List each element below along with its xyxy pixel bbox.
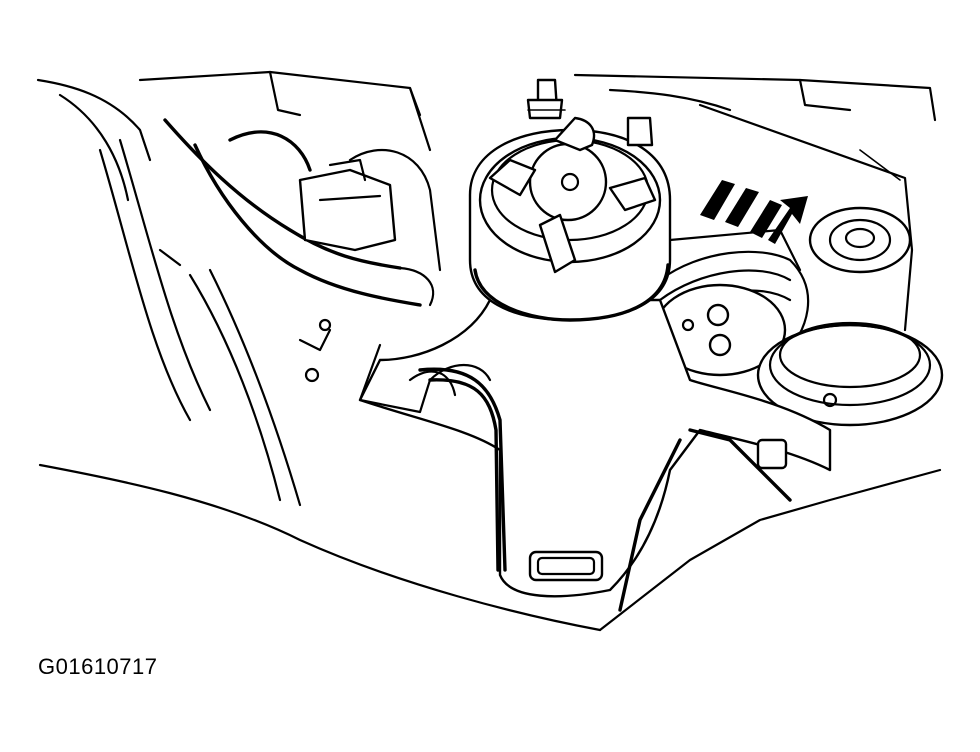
mounting-studs: [526, 78, 654, 147]
figure-code-label: G01610717: [38, 654, 158, 679]
accessory-pulleys: [653, 206, 944, 427]
engine-bay-outline: [36, 70, 942, 632]
sensor-connector: [298, 148, 442, 272]
triple-dash-arrow-icon: [700, 180, 808, 244]
radiator-hose: [98, 118, 435, 507]
reservoir-cap: [468, 116, 672, 322]
engine-mount-bracket: [298, 298, 832, 612]
